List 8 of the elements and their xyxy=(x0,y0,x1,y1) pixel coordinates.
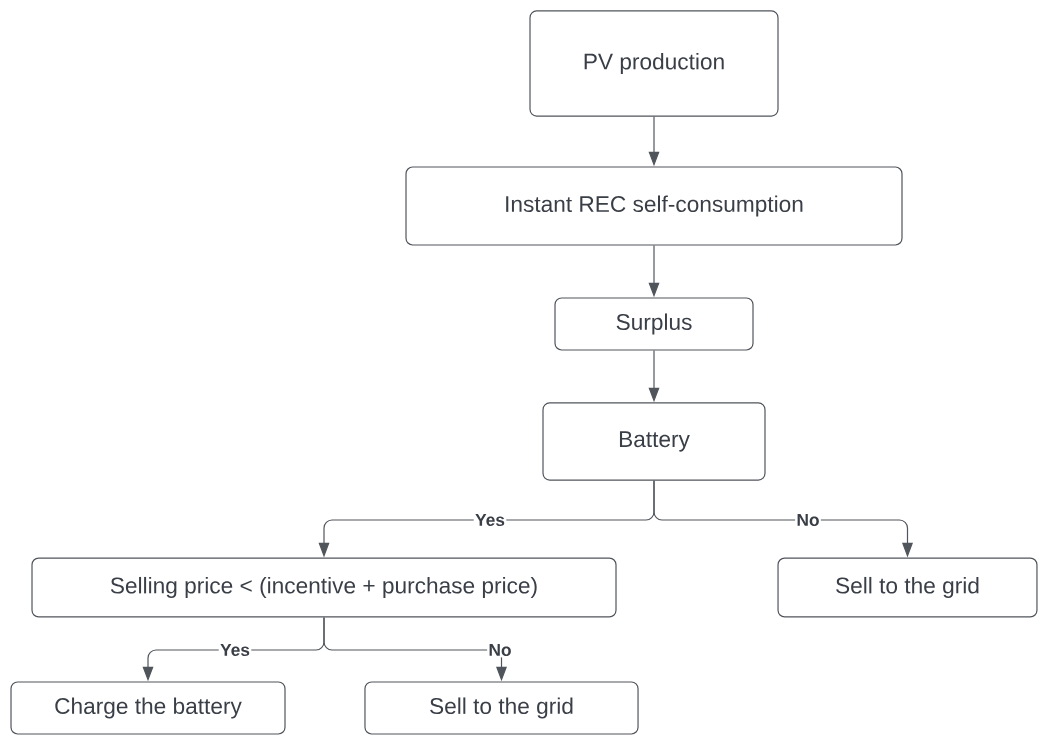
process-box: Charge the battery xyxy=(10,681,286,735)
process-box: Selling price < (incentive + purchase price) xyxy=(31,557,617,618)
process-box: Battery xyxy=(542,402,766,481)
process-box: Surplus xyxy=(554,297,754,351)
process-box: Sell to the grid xyxy=(364,681,639,735)
process-box: Instant REC self-consumption xyxy=(405,166,903,246)
process-box: Sell to the grid xyxy=(777,557,1038,618)
process-box: PV production xyxy=(529,10,779,117)
